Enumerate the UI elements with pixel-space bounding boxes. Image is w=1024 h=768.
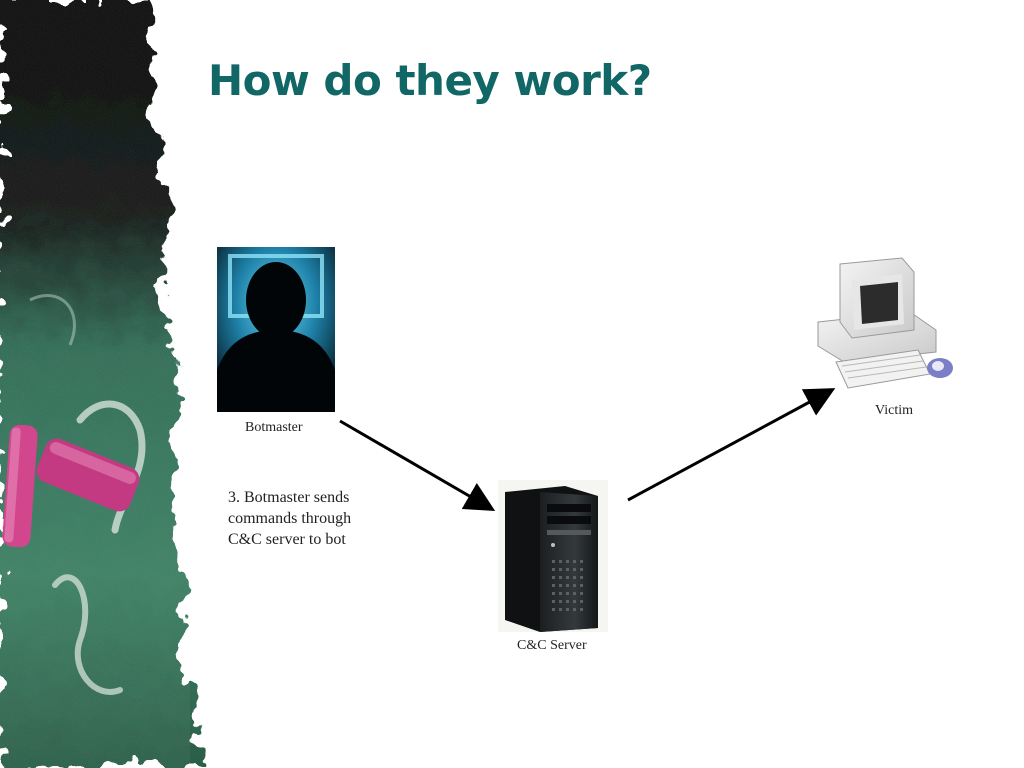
slide-title: How do they work?	[208, 56, 652, 105]
cc-server-label: C&C Server	[517, 638, 587, 653]
botmaster-to-server-arrow	[339, 419, 496, 512]
server-to-victim-arrow	[627, 388, 836, 502]
cc-server-tower-icon	[498, 480, 608, 632]
step-line: commands through	[228, 510, 352, 527]
step-description: 3. Botmaster sends commands through C&C …	[228, 487, 351, 550]
victim-computer-icon	[817, 257, 953, 389]
botmaster-label: Botmaster	[245, 420, 303, 435]
step-line: C&C server to bot	[228, 531, 346, 548]
chalk-stick-icon	[2, 424, 140, 548]
step-line: 3. Botmaster sends	[228, 489, 350, 506]
victim-label: Victim	[875, 403, 914, 418]
botmaster-silhouette-icon	[217, 247, 335, 412]
